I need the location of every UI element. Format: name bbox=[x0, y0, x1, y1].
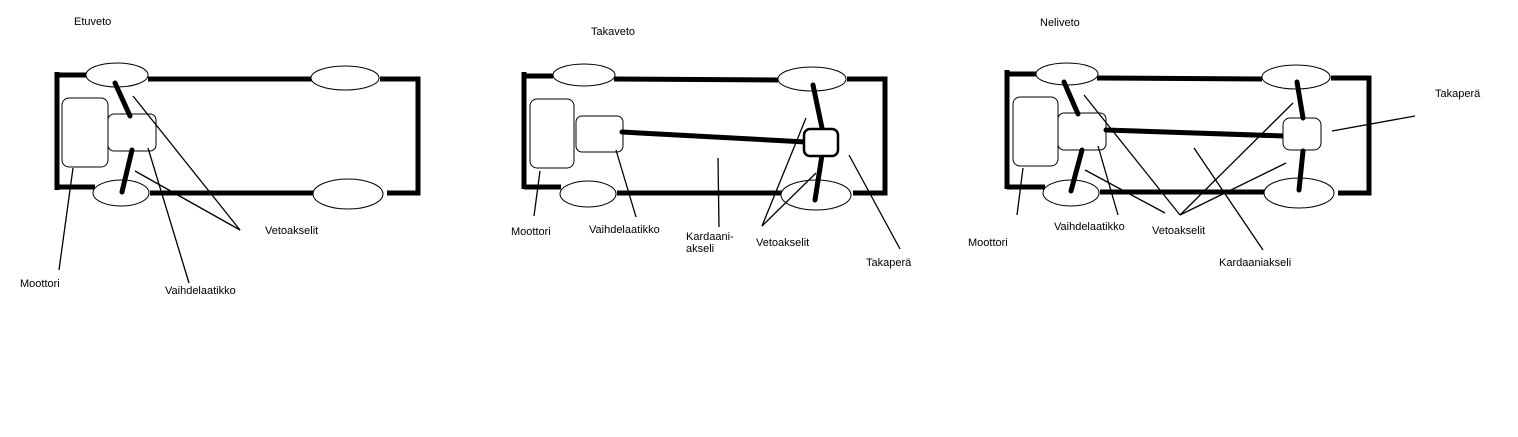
leader-line bbox=[147, 147, 190, 284]
label-gearbox: Vaihdelaatikko bbox=[589, 224, 660, 236]
car-frame bbox=[54, 72, 421, 196]
leader-line bbox=[132, 95, 241, 231]
four-wheel-drive-diagram: Neliveto Moottori Vaihdelaatikko Vetoaks… bbox=[968, 17, 1481, 269]
leader-line bbox=[1084, 169, 1166, 214]
rear-right-wheel bbox=[312, 178, 384, 210]
engine-block bbox=[529, 98, 575, 169]
propeller-shaft bbox=[619, 129, 809, 145]
gearbox-block bbox=[107, 113, 157, 152]
drive-shaft bbox=[812, 152, 825, 203]
drive-shaft bbox=[1068, 147, 1085, 194]
leader-line bbox=[848, 154, 901, 250]
front-left-wheel bbox=[1035, 62, 1099, 86]
drive-shaft bbox=[810, 82, 825, 131]
leader-line bbox=[717, 157, 720, 228]
drive-shaft bbox=[119, 147, 135, 195]
drive-shaft bbox=[1294, 79, 1306, 121]
leader-line bbox=[58, 167, 74, 271]
leader-line bbox=[615, 149, 637, 218]
label-propshaft-line2: akseli bbox=[686, 243, 714, 255]
rear-left-wheel bbox=[310, 65, 380, 91]
propeller-shaft bbox=[1103, 127, 1287, 139]
label-gearbox: Vaihdelaatikko bbox=[1054, 221, 1125, 233]
label-differential: Takaperä bbox=[1435, 88, 1481, 100]
drive-shaft bbox=[1296, 148, 1306, 193]
diagram-title: Etuveto bbox=[74, 16, 111, 28]
diagram-title: Takaveto bbox=[591, 26, 635, 38]
front-right-wheel bbox=[559, 180, 617, 208]
label-engine: Moottori bbox=[511, 226, 551, 238]
differential-block bbox=[1282, 117, 1322, 151]
front-wheel-drive-diagram: Etuveto Vetoakselit Moottori Vaihdelaati… bbox=[20, 16, 421, 297]
label-propshaft: Kardaaniakseli bbox=[1219, 257, 1291, 269]
leader-line bbox=[1083, 94, 1181, 216]
engine-block bbox=[61, 97, 109, 168]
leader-line bbox=[1097, 145, 1119, 216]
leader-line bbox=[1179, 162, 1287, 216]
label-engine: Moottori bbox=[968, 237, 1008, 249]
leader-line bbox=[1193, 147, 1264, 251]
label-drive-shafts: Vetoakselit bbox=[1152, 225, 1205, 237]
car-frame bbox=[1004, 70, 1372, 196]
drive-shaft bbox=[112, 80, 133, 119]
label-drive-shafts: Vetoakselit bbox=[265, 225, 318, 237]
leader-line bbox=[1016, 167, 1024, 216]
label-drive-shafts: Vetoakselit bbox=[756, 237, 809, 249]
rear-wheel-drive-diagram: Takaveto Moottori Vaihdelaatikko Kardaan… bbox=[511, 26, 912, 269]
leader-line bbox=[1331, 115, 1416, 132]
label-propshaft-line1: Kardaani- bbox=[686, 231, 734, 243]
label-differential: Takaperä bbox=[866, 257, 912, 269]
leader-line bbox=[1179, 102, 1294, 216]
leader-line bbox=[761, 172, 817, 227]
label-gearbox: Vaihdelaatikko bbox=[165, 285, 236, 297]
drive-shaft bbox=[1061, 79, 1081, 117]
leader-line bbox=[761, 117, 807, 227]
leader-line bbox=[134, 170, 241, 231]
front-left-wheel bbox=[552, 63, 616, 87]
label-engine: Moottori bbox=[20, 278, 60, 290]
differential-block bbox=[802, 127, 840, 158]
gearbox-block bbox=[575, 115, 624, 153]
diagram-title: Neliveto bbox=[1040, 17, 1080, 29]
leader-line bbox=[533, 170, 541, 217]
engine-block bbox=[1012, 96, 1059, 167]
gearbox-block bbox=[1057, 112, 1107, 151]
